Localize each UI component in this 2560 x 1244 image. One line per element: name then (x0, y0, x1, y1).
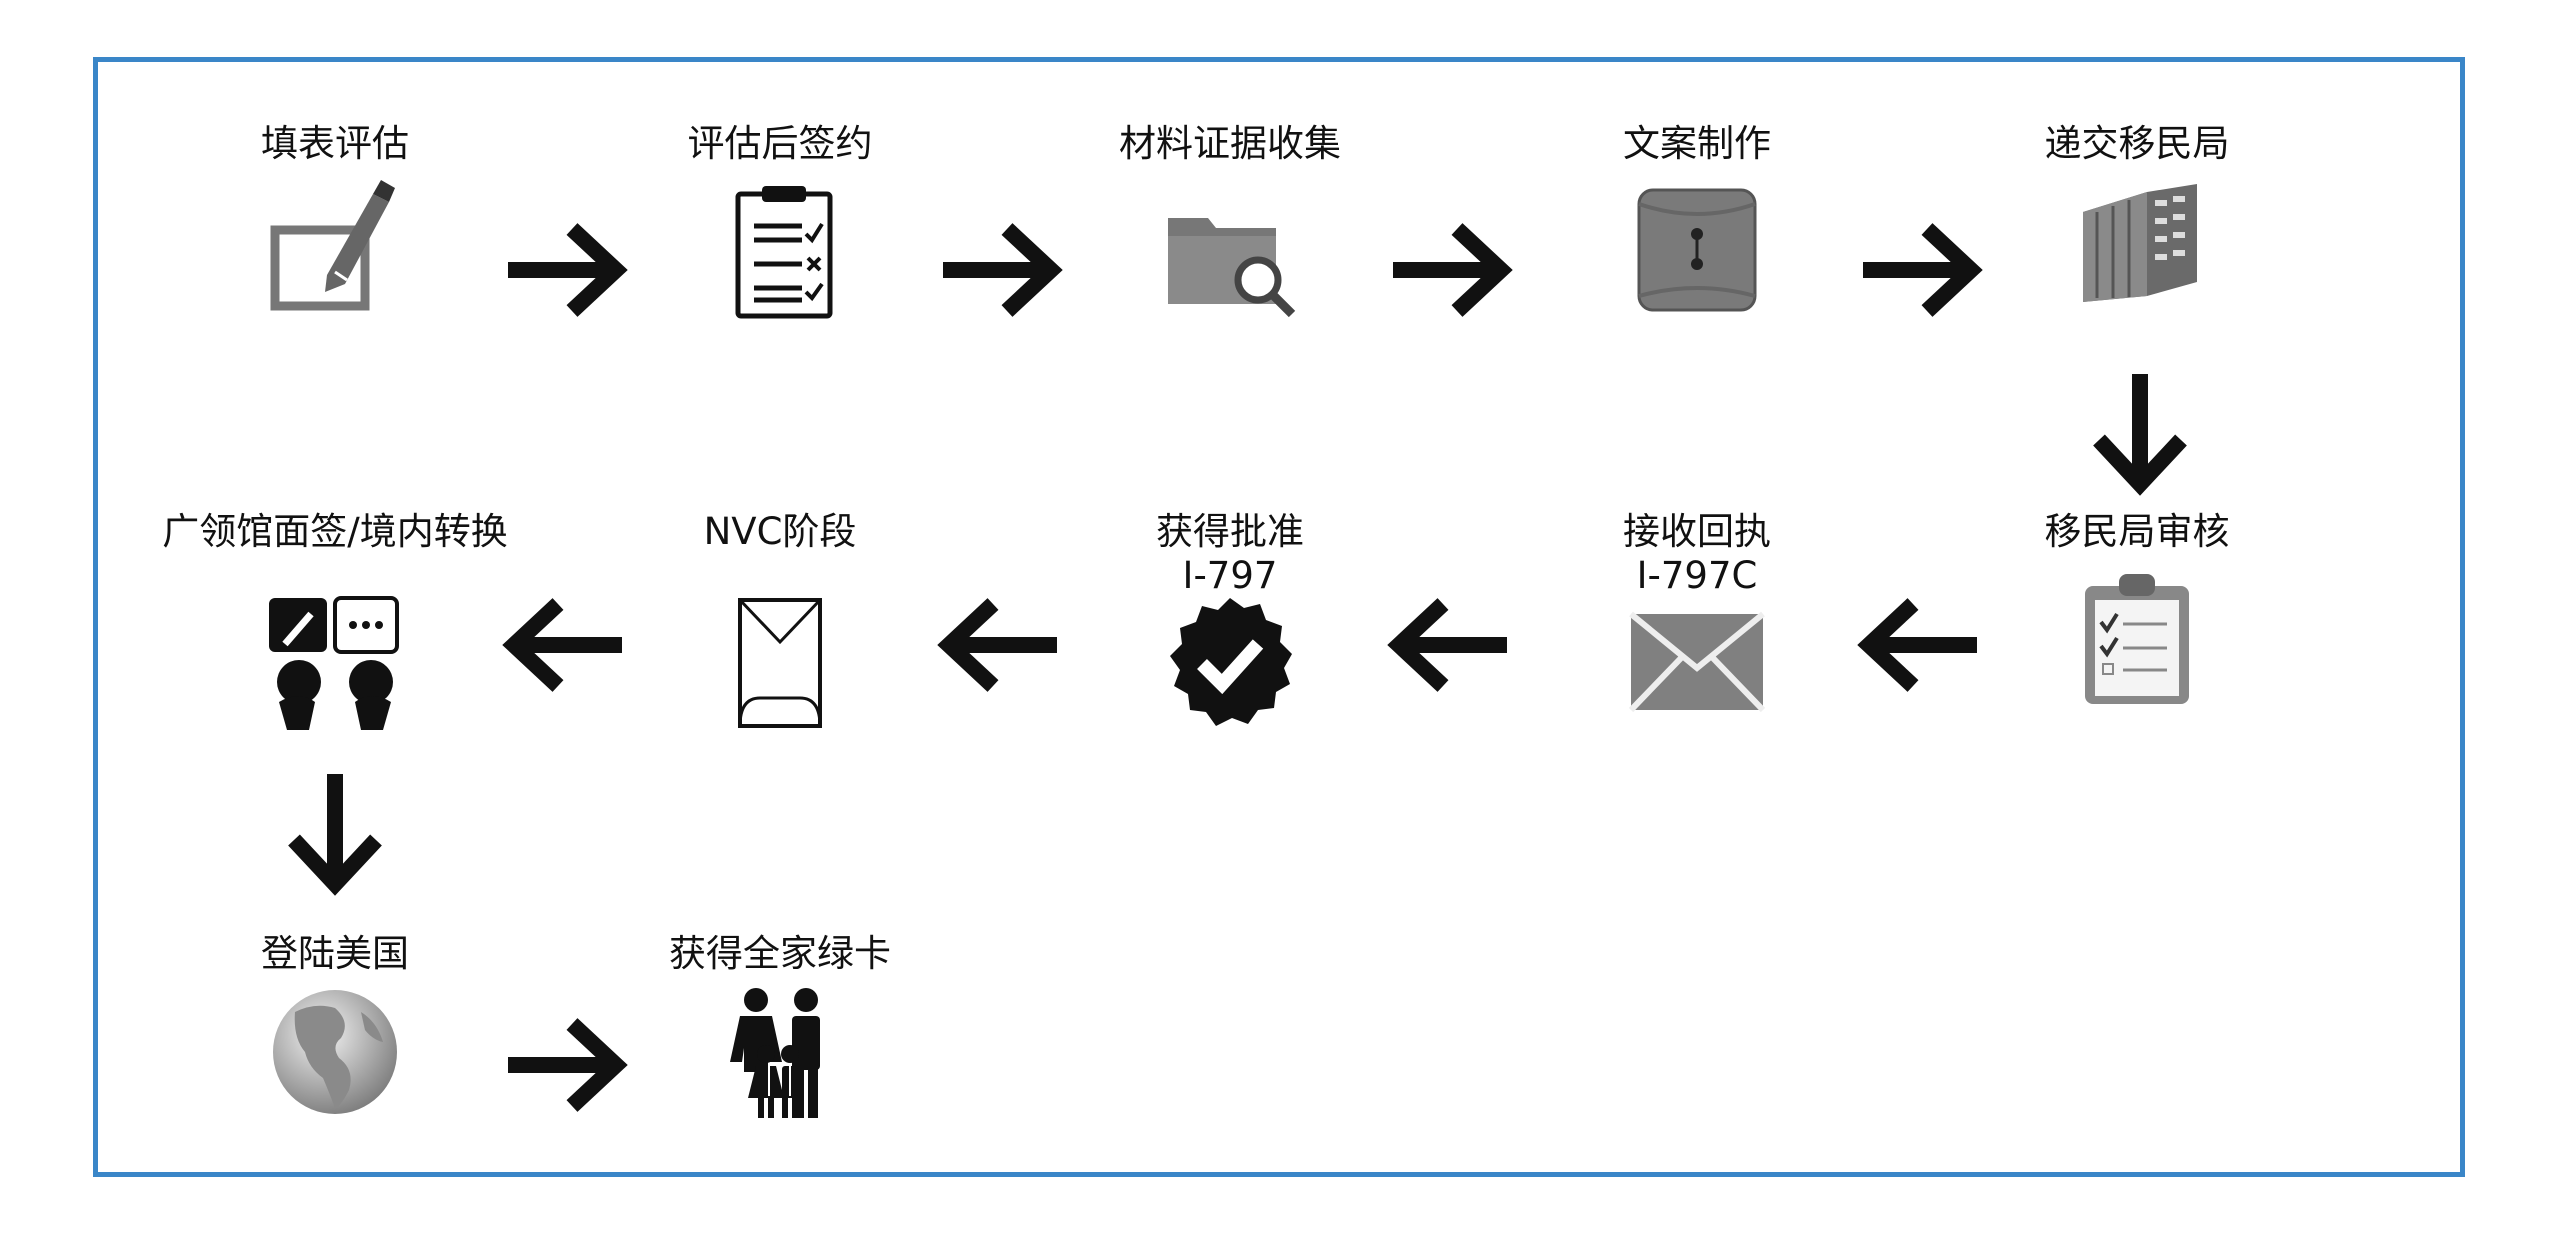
step-label: 评估后签约 (687, 122, 873, 165)
step-label: 递交移民局 (2044, 122, 2230, 165)
review-clipboard-icon (2067, 568, 2207, 708)
down-arrow-icon (270, 768, 400, 898)
left-arrow-icon (500, 580, 630, 710)
step-label: 获得全家绿卡 (669, 932, 891, 975)
checklist-clipboard-icon (710, 180, 850, 320)
verified-badge-icon (1160, 594, 1300, 734)
step-label: 文案制作 (1623, 122, 1771, 165)
step-label: 登陆美国 (261, 932, 409, 975)
office-building-icon (2067, 172, 2207, 312)
step-uscis-review: 移民局审核 (1937, 510, 2337, 704)
step-label: 广领馆面签/境内转换 (162, 510, 508, 553)
step-label: 获得批准 I-797 (1156, 510, 1304, 597)
right-arrow-icon (500, 205, 630, 335)
step-document-prep: 文案制作 (1497, 122, 1897, 312)
step-label: 移民局审核 (2044, 510, 2230, 553)
right-arrow-icon (500, 1000, 630, 1130)
right-arrow-icon (935, 205, 1065, 335)
form-pen-icon (265, 180, 405, 320)
left-arrow-icon (1855, 580, 1985, 710)
diagram-frame (93, 57, 2465, 1177)
step-label: 接收回执 I-797C (1623, 510, 1771, 597)
right-arrow-icon (1855, 205, 1985, 335)
blank-envelope-icon (710, 594, 850, 734)
left-arrow-icon (1385, 580, 1515, 710)
step-label: 材料证据收集 (1119, 122, 1341, 165)
step-label: NVC阶段 (703, 510, 857, 553)
mail-envelope-icon (1627, 594, 1767, 734)
step-family-green-card: 获得全家绿卡 (580, 932, 980, 1118)
step-approval: 获得批准 I-797 (1030, 510, 1430, 726)
right-arrow-icon (1385, 205, 1515, 335)
step-submit-uscis: 递交移民局 (1937, 122, 2337, 302)
step-collect-evidence: 材料证据收集 (1030, 122, 1430, 318)
envelope-document-icon (1627, 180, 1767, 320)
interview-people-icon (265, 594, 405, 734)
step-consular-interview: 广领馆面签/境内转换 (135, 510, 535, 730)
step-receipt-notice: 接收回执 I-797C (1497, 510, 1897, 713)
down-arrow-icon (2075, 368, 2205, 498)
step-sign-contract: 评估后签约 (580, 122, 980, 319)
left-arrow-icon (935, 580, 1065, 710)
step-fill-form: 填表评估 (135, 122, 535, 311)
family-icon (710, 982, 850, 1122)
step-nvc: NVC阶段 (580, 510, 980, 728)
folder-search-icon (1160, 180, 1300, 320)
globe-icon (265, 982, 405, 1122)
step-label: 填表评估 (261, 122, 409, 165)
step-land-in-us: 登陆美国 (135, 932, 535, 1114)
